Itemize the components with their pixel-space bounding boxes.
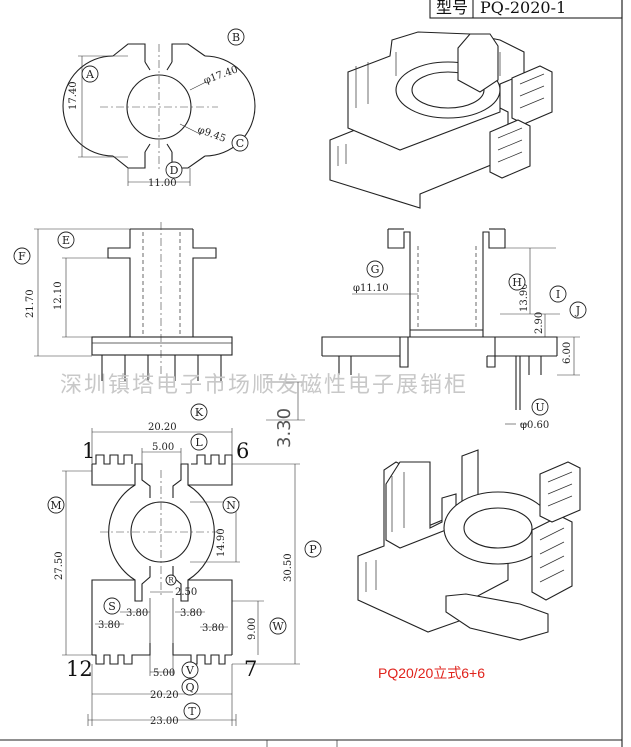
front-view: 21.70 12.10 — [25, 222, 233, 381]
callout-circle-l — [190, 433, 208, 451]
dim-slot-a: 3.80 — [126, 608, 148, 619]
dim-bottom-slot-low: 5.00 — [153, 668, 175, 679]
dim-pin-length: 3.30 — [274, 408, 295, 448]
callout-label-r: R — [168, 577, 174, 585]
watermark: 深圳镇塔电子市场顺发磁性电子展销柜 — [60, 373, 468, 398]
callout-label-h: H — [512, 276, 522, 289]
side-view: φ11.10 13.90 2.90 6.00 φ0.60 — [321, 228, 580, 431]
callout-circle-w — [269, 617, 287, 635]
callout-circle-n — [222, 496, 240, 514]
callout-label-t: T — [188, 705, 196, 718]
title-block-label: 型号 — [436, 0, 468, 17]
callout-circle-v — [181, 661, 199, 679]
dim-bottom-width: 20.20 — [150, 690, 179, 701]
pin-label-bottom-left: 12 — [66, 657, 93, 681]
callout-circle-h — [508, 273, 526, 291]
callout-label-q: Q — [185, 681, 194, 694]
callout-label-j: J — [575, 304, 580, 317]
callout-circle-b — [227, 28, 245, 46]
callout-circle-k — [190, 403, 208, 421]
dim-bottom-core: 14.90 — [216, 528, 227, 557]
dim-inner-dia: φ9.45 — [196, 124, 227, 144]
callout-label-e: E — [62, 234, 70, 247]
dim-overall-width: 23.00 — [150, 716, 179, 727]
dim-bottom-slot-mid: 2.50 — [175, 587, 197, 598]
callout-label-a: A — [85, 68, 95, 81]
callout-label-c: C — [236, 137, 244, 150]
dim-top-height: 17.40 — [68, 81, 79, 110]
callout-label-k: K — [195, 406, 204, 419]
callout-label-u: U — [535, 401, 544, 414]
callout-label-l: L — [195, 436, 203, 449]
dim-front-core: 12.10 — [53, 281, 64, 310]
callout-circle-s — [103, 597, 121, 615]
pin-label-bottom-right: 7 — [244, 657, 257, 681]
callout-label-i: I — [556, 288, 560, 301]
callout-label-p: P — [309, 543, 317, 556]
bottom-view: 20.20 5.00 27.50 14.90 30.50 2.50 3.80 3… — [54, 422, 300, 727]
callout-circle-q — [181, 678, 199, 696]
callout-label-g: G — [371, 263, 380, 276]
isometric-view-top — [329, 31, 553, 209]
dim-bottom-height: 27.50 — [54, 551, 65, 580]
dim-front-height: 21.70 — [25, 289, 36, 318]
callout-circle-i — [549, 285, 567, 303]
callout-labels: A B C D E F G H I J K L M N P Q R S T U V W — [13, 28, 587, 720]
pin-length-dim: 3.30 — [266, 381, 305, 448]
callout-label-w: W — [272, 620, 284, 633]
dim-side-h1: 13.90 — [519, 283, 530, 312]
dim-side-h2: 2.90 — [534, 312, 545, 334]
model-caption: PQ20/20立式6+6 — [378, 665, 485, 681]
callout-circle-u — [531, 398, 549, 416]
callout-circle-r — [165, 574, 177, 586]
callout-label-b: B — [232, 31, 240, 44]
dim-bottom-top-width: 20.20 — [148, 422, 177, 433]
dim-bottom-overall: 30.50 — [283, 553, 294, 582]
dim-side-h3: 6.00 — [562, 342, 573, 364]
dim-slot-b: 3.80 — [98, 620, 120, 631]
callout-circle-c — [231, 134, 249, 152]
callout-circle-a — [81, 65, 99, 83]
callout-circle-e — [57, 231, 75, 249]
title-block: 型号 PQ-2020-1 — [429, 0, 623, 19]
pin-label-top-left: 1 — [82, 439, 95, 463]
dim-slot-c: 3.80 — [180, 608, 202, 619]
callout-circle-f — [13, 247, 31, 265]
dim-outer-dia: φ17.40 — [202, 64, 239, 87]
dim-bottom-pin-block: 9.00 — [247, 618, 258, 640]
callout-label-f: F — [18, 250, 26, 263]
dim-slot-d: 3.80 — [202, 623, 224, 634]
isometric-view-bottom — [357, 449, 581, 641]
title-block-value: PQ-2020-1 — [480, 0, 566, 17]
dim-side-dia: φ11.10 — [353, 283, 389, 294]
callout-circle-g — [366, 260, 384, 278]
callout-circle-p — [304, 540, 322, 558]
callout-label-m: M — [50, 499, 61, 512]
callout-circle-t — [183, 702, 201, 720]
callout-label-v: V — [185, 664, 195, 677]
callout-circle-d — [165, 161, 183, 179]
callout-label-d: D — [170, 164, 179, 177]
callout-label-n: N — [226, 499, 236, 512]
dim-top-width: 11.00 — [148, 178, 177, 189]
dim-pin-dia: φ0.60 — [520, 420, 549, 431]
pin-label-top-right: 6 — [236, 439, 249, 463]
dim-bottom-slot-top: 5.00 — [152, 442, 174, 453]
callout-circle-m — [47, 496, 65, 514]
callout-circle-j — [569, 301, 587, 319]
callout-label-s: S — [108, 600, 116, 613]
